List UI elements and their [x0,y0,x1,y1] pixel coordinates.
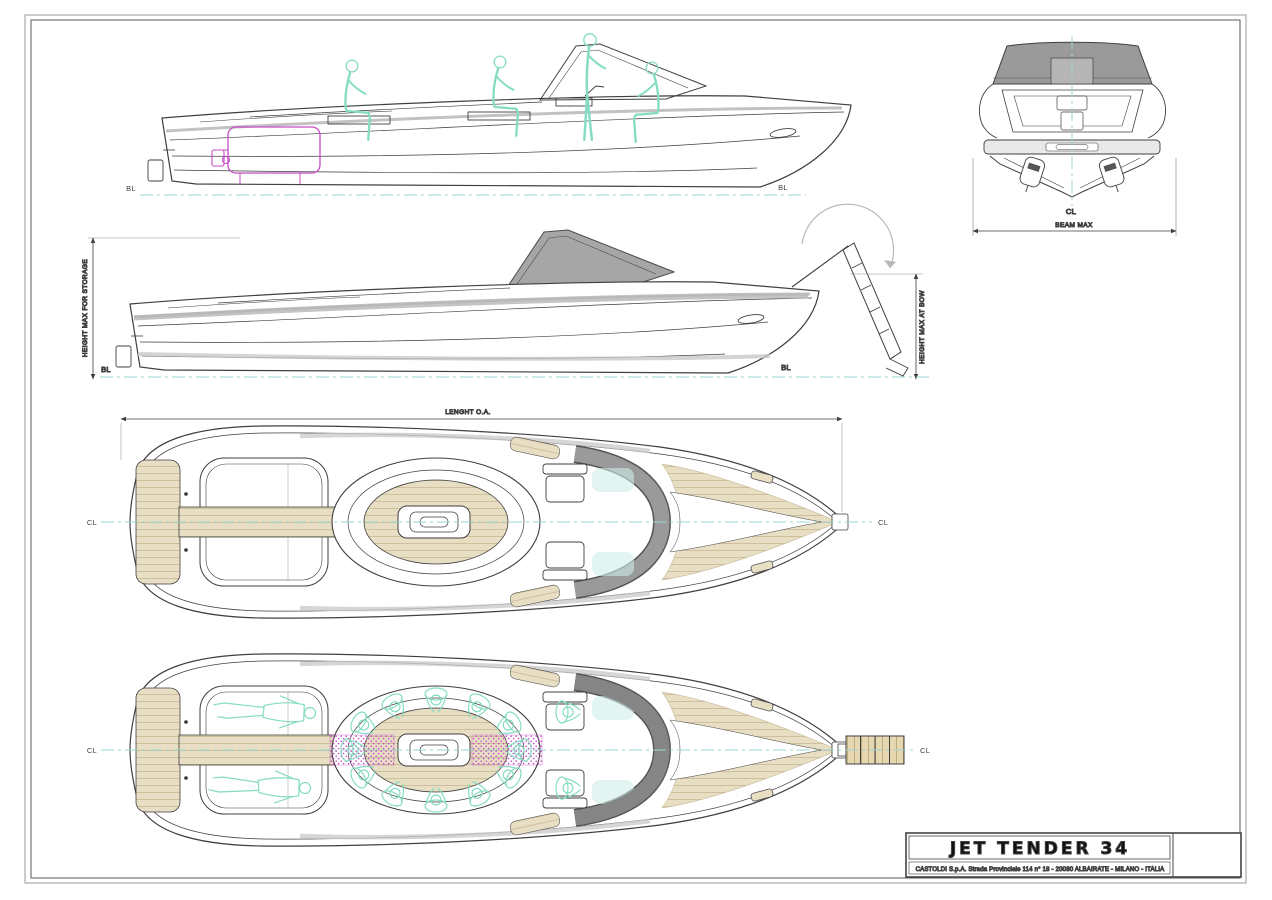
height-bow-dimension: HEIGHT MAX AT BOW [850,273,927,380]
cl-label-left-plan2: CL [87,746,97,755]
bl-label-left-v1: BL [126,184,136,193]
windshield-outline [539,43,707,101]
height-bow-label: HEIGHT MAX AT BOW [919,290,926,364]
cl-label-right-plan2: CL [920,746,930,755]
beam-max-label: BEAM MAX [1055,222,1093,229]
plan-view-deck: LENGHT O.A. CL CL [87,409,888,618]
height-storage-dimension: HEIGHT MAX FOR STORAGE [82,237,240,380]
waterjet-engine-outline [211,126,321,184]
cl-label-stern: CL [1066,207,1076,216]
side-view-dimensions: HEIGHT MAX FOR STORAGE HEIGHT MAX AT BOW… [82,203,930,380]
bl-label-left-v2: BL [101,365,111,374]
outer-border [24,14,1247,884]
jet-drive-left [1019,156,1046,193]
beam-max-dimension: BEAM MAX [972,158,1177,236]
stern-view: CL BEAM MAX [972,36,1177,236]
model-name: JET TENDER 34 [949,839,1130,859]
ladder-rotation-arc [801,203,895,269]
bl-label-right-v1: BL [778,183,788,192]
side-view-crew: BL BL [126,32,853,196]
cockpit-seats-side [327,85,605,125]
walkway-hatch-right [471,734,543,766]
length-oa-dimension: LENGHT O.A. [120,409,843,512]
windshield-shaded [507,229,675,287]
title-block: JET TENDER 34 CASTOLDI S.p.A. Strada Pro… [905,832,1242,878]
jet-drive-right [1098,156,1125,193]
cl-label-right-plan1: CL [878,518,888,527]
inner-border [30,19,1241,879]
manufacturer-address: CASTOLDI S.p.A. Strada Provinciale 114 n… [916,867,1165,873]
bow-boarding-ladder [791,203,909,377]
plan-view-passengers: CL CL [87,654,930,846]
height-storage-label: HEIGHT MAX FOR STORAGE [82,259,89,357]
cl-label-left-plan1: CL [87,518,97,527]
bl-label-right-v2: BL [781,363,791,372]
length-oa-label: LENGHT O.A. [445,409,490,416]
